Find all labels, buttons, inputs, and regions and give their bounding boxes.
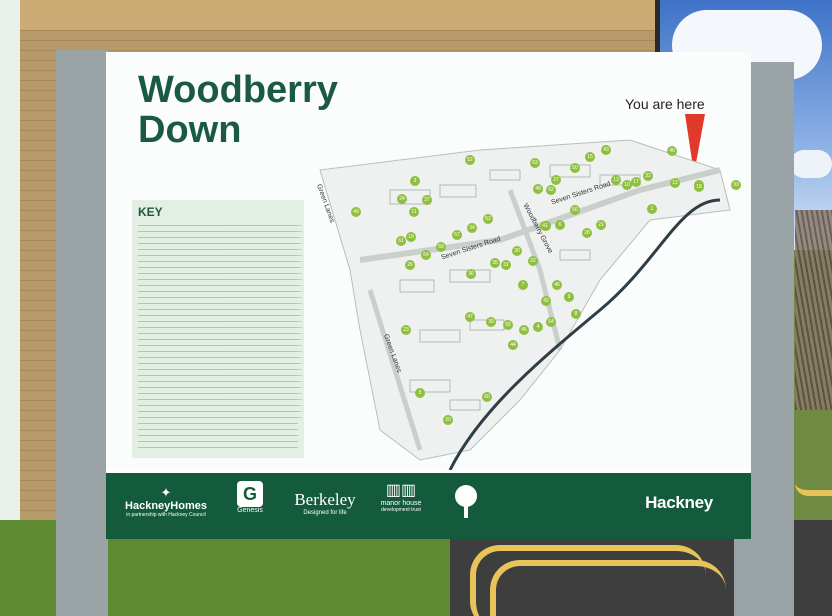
- map-marker: 7: [518, 280, 528, 290]
- map-marker: 27: [551, 175, 561, 185]
- map-marker: 8: [571, 309, 581, 319]
- map-marker: 56: [570, 205, 580, 215]
- map-marker: 41: [540, 221, 550, 231]
- map-marker: 31: [501, 260, 511, 270]
- road-marking: [490, 560, 726, 616]
- map-marker: 9: [564, 292, 574, 302]
- map-marker: 4: [533, 322, 543, 332]
- map-marker: 28: [582, 228, 592, 238]
- you-are-here-label: You are here: [625, 96, 705, 112]
- hackney-homes-icon: ✦: [160, 485, 172, 500]
- map-marker: 37: [422, 195, 432, 205]
- map-marker: 30: [512, 246, 522, 256]
- map-marker: 32: [643, 171, 653, 181]
- manor-house-logo: ▥▥ manor house development trust: [378, 482, 424, 513]
- cloud-small: [790, 150, 832, 178]
- map-marker: 48: [533, 184, 543, 194]
- berkeley-name: Berkeley: [294, 490, 356, 509]
- map-marker: 43: [601, 145, 611, 155]
- manor-house-name: manor house: [380, 500, 422, 507]
- key-heading: KEY: [138, 205, 163, 219]
- hackney-logo: Hackney: [624, 493, 734, 513]
- genesis-logo: G Genesis: [234, 481, 266, 514]
- map-marker: 40: [667, 146, 677, 156]
- map-marker: 54: [546, 317, 556, 327]
- sign-post-left: [56, 50, 108, 616]
- sponsor-footer: [106, 470, 751, 539]
- title-line-2: Down: [138, 109, 242, 151]
- map-marker: 61: [396, 236, 406, 246]
- hackney-homes-logo: ✦ HackneyHomes in partnership with Hackn…: [124, 485, 208, 519]
- wall-top-band: [20, 0, 660, 30]
- map-marker: 21: [596, 220, 606, 230]
- key-list-column-2: [222, 222, 302, 422]
- map-marker: 26: [405, 260, 415, 270]
- left-edge: [0, 0, 20, 540]
- road-marking: [470, 545, 706, 616]
- map-marker: 36: [466, 269, 476, 279]
- map-marker: 57: [452, 230, 462, 240]
- berkeley-logo: Berkeley Designed for life: [288, 490, 362, 516]
- map-marker: 3: [410, 176, 420, 186]
- map-marker: 10: [622, 180, 632, 190]
- map-marker: 19: [406, 232, 416, 242]
- map-marker: 64: [421, 250, 431, 260]
- tree-emblem-icon: [455, 485, 477, 518]
- map-marker: 50: [570, 163, 580, 173]
- map-marker: 22: [528, 256, 538, 266]
- map-marker: 11: [409, 207, 419, 217]
- map-marker: 53: [483, 214, 493, 224]
- map-marker: 17: [631, 177, 641, 187]
- map-marker: 15: [585, 152, 595, 162]
- map-marker: 20: [443, 415, 453, 425]
- manor-house-tagline: development trust: [381, 507, 421, 513]
- map-marker: 24: [397, 194, 407, 204]
- map-marker: 55: [503, 320, 513, 330]
- map-marker: 35: [490, 258, 500, 268]
- berkeley-tagline: Designed for life: [303, 510, 347, 516]
- road-marking: [795, 470, 832, 496]
- sign-title: Woodberry Down: [138, 70, 338, 150]
- genesis-name: Genesis: [237, 507, 263, 514]
- map-marker: 39: [486, 317, 496, 327]
- map-marker: 42: [541, 296, 551, 306]
- map-marker: 45: [519, 325, 529, 335]
- map-marker: 34: [467, 223, 477, 233]
- map-marker: 13: [611, 175, 621, 185]
- genesis-icon: G: [237, 481, 263, 507]
- map-marker: 18: [694, 182, 704, 192]
- tree-branches: [795, 210, 832, 410]
- map-marker: 46: [552, 280, 562, 290]
- map-marker: 5: [415, 388, 425, 398]
- map-marker: 60: [482, 392, 492, 402]
- map-marker: 47: [465, 312, 475, 322]
- map-marker: 23: [401, 325, 411, 335]
- title-line-1: Woodberry: [138, 69, 338, 111]
- map-marker: 59: [436, 242, 446, 252]
- map-marker: 44: [508, 340, 518, 350]
- hackney-name: Hackney: [645, 493, 713, 512]
- map-marker: 6: [555, 220, 565, 230]
- map-marker: 62: [546, 185, 556, 195]
- hackney-homes-name: HackneyHomes: [125, 500, 207, 512]
- map-marker: 52: [465, 155, 475, 165]
- map-marker: 1: [647, 204, 657, 214]
- estate-map: [319, 139, 731, 470]
- map-marker: 12: [670, 178, 680, 188]
- map-marker: 33: [731, 180, 741, 190]
- map-marker: 63: [530, 158, 540, 168]
- hackney-homes-tagline: in partnership with Hackney Council: [126, 512, 206, 518]
- map-marker: 49: [351, 207, 361, 217]
- manor-house-icon: ▥▥: [385, 482, 417, 499]
